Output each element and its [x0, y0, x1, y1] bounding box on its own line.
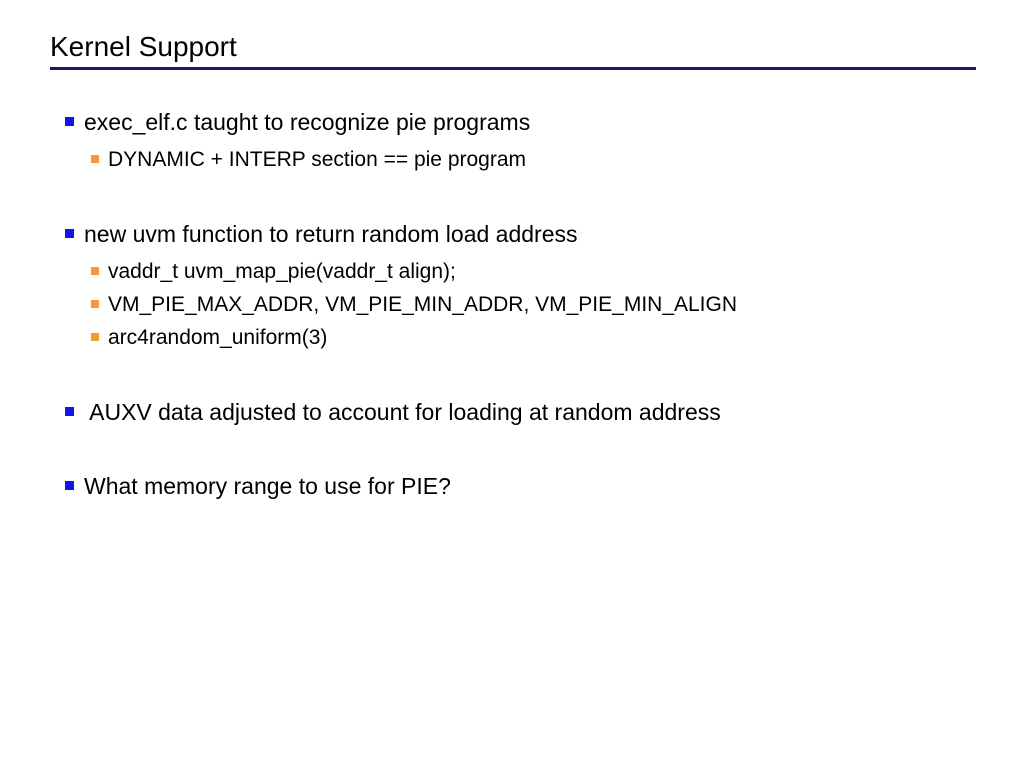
bullet-item-level2: DYNAMIC + INTERP section == pie program	[0, 146, 1024, 179]
title-underline-rule	[50, 67, 976, 70]
bullet-text: exec_elf.c taught to recognize pie progr…	[84, 109, 531, 135]
bullet-text: arc4random_uniform(3)	[108, 326, 328, 349]
square-bullet-icon	[65, 117, 74, 126]
group-spacer	[0, 357, 1024, 398]
bullet-group: new uvm function to return random load a…	[0, 220, 1024, 357]
bullet-group: What memory range to use for PIE?	[0, 472, 1024, 505]
group-spacer	[0, 179, 1024, 220]
bullet-item-level1: new uvm function to return random load a…	[0, 220, 1024, 253]
bullet-item-level2: arc4random_uniform(3)	[0, 324, 1024, 357]
bullet-text: DYNAMIC + INTERP section == pie program	[108, 148, 527, 171]
slide-title-block: Kernel Support	[50, 30, 976, 70]
bullet-item-level1: exec_elf.c taught to recognize pie progr…	[0, 108, 1024, 141]
page-title: Kernel Support	[50, 31, 237, 62]
slide-body: exec_elf.c taught to recognize pie progr…	[0, 108, 1024, 505]
square-bullet-icon	[91, 155, 99, 163]
square-bullet-icon	[91, 333, 99, 341]
bullet-item-level2: vaddr_t uvm_map_pie(vaddr_t align);	[0, 258, 1024, 291]
bullet-item-level1: What memory range to use for PIE?	[0, 472, 1024, 505]
square-bullet-icon	[65, 481, 74, 490]
bullet-text: What memory range to use for PIE?	[84, 473, 451, 499]
bullet-text: AUXV data adjusted to account for loadin…	[84, 399, 721, 425]
bullet-item-level1: AUXV data adjusted to account for loadin…	[0, 398, 1024, 431]
square-bullet-icon	[65, 229, 74, 238]
group-spacer	[0, 431, 1024, 472]
bullet-group: exec_elf.c taught to recognize pie progr…	[0, 108, 1024, 179]
square-bullet-icon	[91, 300, 99, 308]
bullet-item-level2: VM_PIE_MAX_ADDR, VM_PIE_MIN_ADDR, VM_PIE…	[0, 291, 1024, 324]
square-bullet-icon	[91, 267, 99, 275]
bullet-text: VM_PIE_MAX_ADDR, VM_PIE_MIN_ADDR, VM_PIE…	[108, 293, 738, 316]
bullet-text: new uvm function to return random load a…	[84, 221, 578, 247]
bullet-group: AUXV data adjusted to account for loadin…	[0, 398, 1024, 431]
bullet-text: vaddr_t uvm_map_pie(vaddr_t align);	[108, 260, 456, 283]
square-bullet-icon	[65, 407, 74, 416]
